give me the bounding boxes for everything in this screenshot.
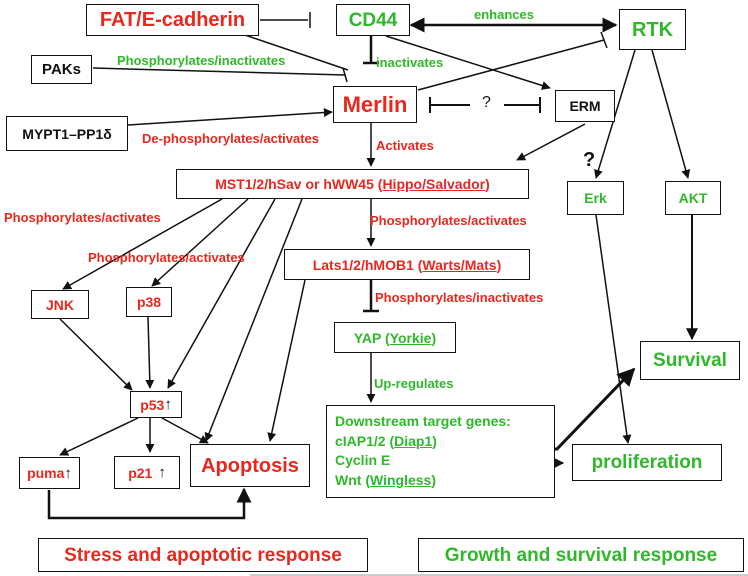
mst-close: ) xyxy=(485,176,490,192)
akt-node: AKT xyxy=(665,181,721,215)
apoptosis-node: Apoptosis xyxy=(190,444,310,487)
p21-up-arrow-icon: ↑ xyxy=(158,464,166,481)
diap1-label: Diap1 xyxy=(394,432,433,449)
p53-node: p53↑ xyxy=(130,391,182,418)
lats-close: ) xyxy=(496,256,502,273)
ciap-label: cIAP1/2 ( xyxy=(335,432,395,449)
fat-e-cadherin-node: FAT/E-cadherin xyxy=(86,4,259,36)
cyclin-e-label: Cyclin E xyxy=(335,452,391,468)
puma-up-arrow-icon: ↑ xyxy=(64,464,72,482)
erk-node: Erk xyxy=(567,181,624,215)
activates-label: Activates xyxy=(376,138,434,153)
mypt-dephosphorylates-label: De-phosphorylates/activates xyxy=(142,131,320,146)
mst-hippo-node: MST1/2/hSav or hWW45 (Hippo/Salvador) xyxy=(176,169,529,199)
p38-to-p53 xyxy=(145,316,155,389)
mst-lats-phosphorylates-label: Phosphorylates/activates xyxy=(370,213,527,228)
merlin-node: Merlin xyxy=(333,86,417,123)
erm-question: ? xyxy=(583,149,596,171)
ciap-close: ) xyxy=(432,432,437,449)
ciap-line: cIAP1/2 (Diap1) xyxy=(335,432,554,452)
p53-up-arrow-icon: ↑ xyxy=(164,396,172,413)
merlin-rtk-bar xyxy=(600,31,608,49)
hippo-salvador-label: Hippo/Salvador xyxy=(382,176,486,192)
p53-to-apoptosis xyxy=(161,417,209,444)
p21-label: p21 xyxy=(128,464,153,481)
merlin-erm-question: ? xyxy=(482,94,491,111)
p53-label: p53 xyxy=(140,396,165,413)
downstream-targets-node: Downstream target genes: cIAP1/2 (Diap1)… xyxy=(326,405,555,498)
wingless-label: Wingless xyxy=(369,471,432,488)
upregulates-label: Up-regulates xyxy=(374,376,454,391)
fat-to-merlin xyxy=(244,34,349,71)
wnt-close: ) xyxy=(431,471,436,488)
targets-header: Downstream target genes: xyxy=(335,413,511,429)
survival-node: Survival xyxy=(640,341,740,380)
paks-inhibits-merlin xyxy=(92,67,346,76)
paks-node: PAKs xyxy=(31,55,92,84)
wnt-line: Wnt (Wingless) xyxy=(335,471,554,491)
yorkie-label: Yorkie xyxy=(389,329,432,346)
yap-yorkie-node: YAP (Yorkie) xyxy=(334,322,456,353)
mypt1-pp1-node: MYPT1–PP1δ xyxy=(6,116,128,151)
erm-to-mst xyxy=(516,123,586,161)
proliferation-node: proliferation xyxy=(572,444,722,481)
paks-phosphorylates-label: Phosphorylates/inactivates xyxy=(117,53,286,68)
yap-label: YAP ( xyxy=(353,329,390,346)
mypt-to-merlin xyxy=(127,108,333,126)
puma-label: puma xyxy=(27,465,65,481)
paks-merlin-bar xyxy=(342,67,348,83)
warts-mats-label: Warts/Mats xyxy=(422,256,497,273)
cd44-to-erm xyxy=(385,35,551,90)
lats-warts-node: Lats1/2/hMOB1 (Warts/Mats) xyxy=(284,249,530,280)
mst-label: MST1/2/hSav or hWW45 ( xyxy=(215,176,383,192)
p38-node: p38 xyxy=(126,287,172,317)
puma-node: puma↑ xyxy=(19,457,80,489)
p53-to-puma xyxy=(59,417,139,456)
mst-to-jnk xyxy=(62,198,223,290)
mst-to-p38 xyxy=(151,198,249,287)
erm-node: ERM xyxy=(555,90,615,122)
mst-to-apoptosis xyxy=(204,198,303,442)
rtk-to-erk xyxy=(594,49,636,179)
lats-to-apoptosis xyxy=(267,279,306,442)
yap-close: ) xyxy=(431,329,437,346)
jnk-to-p53 xyxy=(59,318,133,391)
puma-to-apoptosis-loop xyxy=(47,487,252,520)
lats-label: Lats1/2/hMOB1 ( xyxy=(312,256,423,273)
mst-to-p53 xyxy=(167,198,276,389)
enhances-label: enhances xyxy=(474,7,534,22)
inactivates-label: inactivates xyxy=(376,55,444,70)
stress-response-box: Stress and apoptotic response xyxy=(38,538,368,572)
rtk-to-akt xyxy=(651,49,691,179)
lats-phosphorylates-label: Phosphorylates/inactivates xyxy=(375,290,544,305)
jnk-node: JNK xyxy=(31,290,89,319)
cd44-node: CD44 xyxy=(336,4,410,36)
p21-node: p21 ↑ xyxy=(114,456,180,489)
mst-jnk-phosphorylates-label: Phosphorylates/activates xyxy=(4,210,161,225)
wnt-label: Wnt ( xyxy=(335,471,370,488)
erk-to-proliferation xyxy=(595,214,632,444)
growth-response-box: Growth and survival response xyxy=(418,538,744,572)
rtk-node: RTK xyxy=(619,9,686,50)
merlin-inhibits-rtk xyxy=(417,39,605,91)
mst-p38-phosphorylates-label: Phosphorylates/activates xyxy=(88,250,245,265)
